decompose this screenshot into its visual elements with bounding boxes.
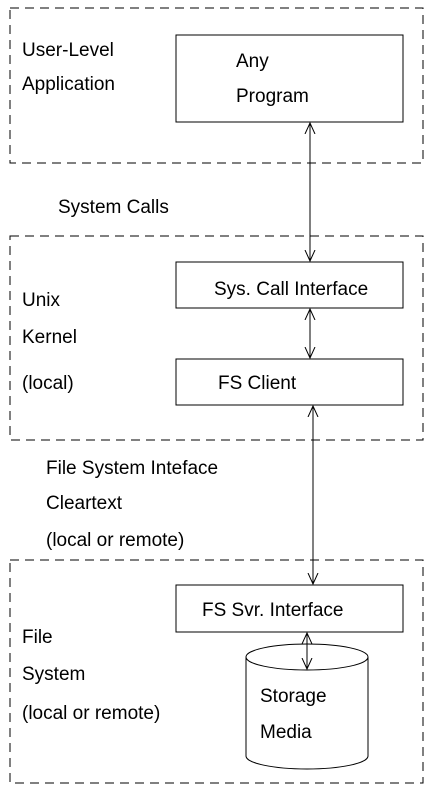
kernel-label-line1: Unix xyxy=(22,290,61,311)
user-level-layer-outline xyxy=(9,7,424,164)
fs-interface-label-line2: Cleartext xyxy=(46,493,123,514)
fs-interface-label-line1: File System Inteface xyxy=(46,458,219,479)
storage-media-text-line1: Storage xyxy=(260,686,327,707)
fs-client-box xyxy=(175,358,404,406)
user-level-label-line2: Application xyxy=(22,74,115,95)
file-system-label-line1: File xyxy=(22,627,53,648)
fs-svr-interface-box xyxy=(175,584,404,633)
fs-client-text: FS Client xyxy=(218,373,297,394)
any-program-box xyxy=(175,34,404,123)
file-system-layer-outline xyxy=(9,559,424,784)
file-system-label-line2: System xyxy=(22,664,86,685)
kernel-label-line3: (local) xyxy=(22,373,74,394)
sys-call-interface-box xyxy=(175,261,404,309)
system-calls-label: System Calls xyxy=(58,197,169,218)
storage-media-text-line2: Media xyxy=(260,722,312,743)
user-level-label-line1: User-Level xyxy=(22,40,114,61)
sys-call-interface-text: Sys. Call Interface xyxy=(214,279,369,300)
kernel-label-line2: Kernel xyxy=(22,327,77,348)
fs-svr-interface-text: FS Svr. Interface xyxy=(202,600,344,621)
any-program-text-line1: Any xyxy=(236,51,269,72)
file-system-label-line3: (local or remote) xyxy=(22,703,161,724)
any-program-text-line2: Program xyxy=(236,86,309,107)
fs-interface-label-line3: (local or remote) xyxy=(46,530,185,551)
kernel-layer-outline xyxy=(9,235,424,441)
